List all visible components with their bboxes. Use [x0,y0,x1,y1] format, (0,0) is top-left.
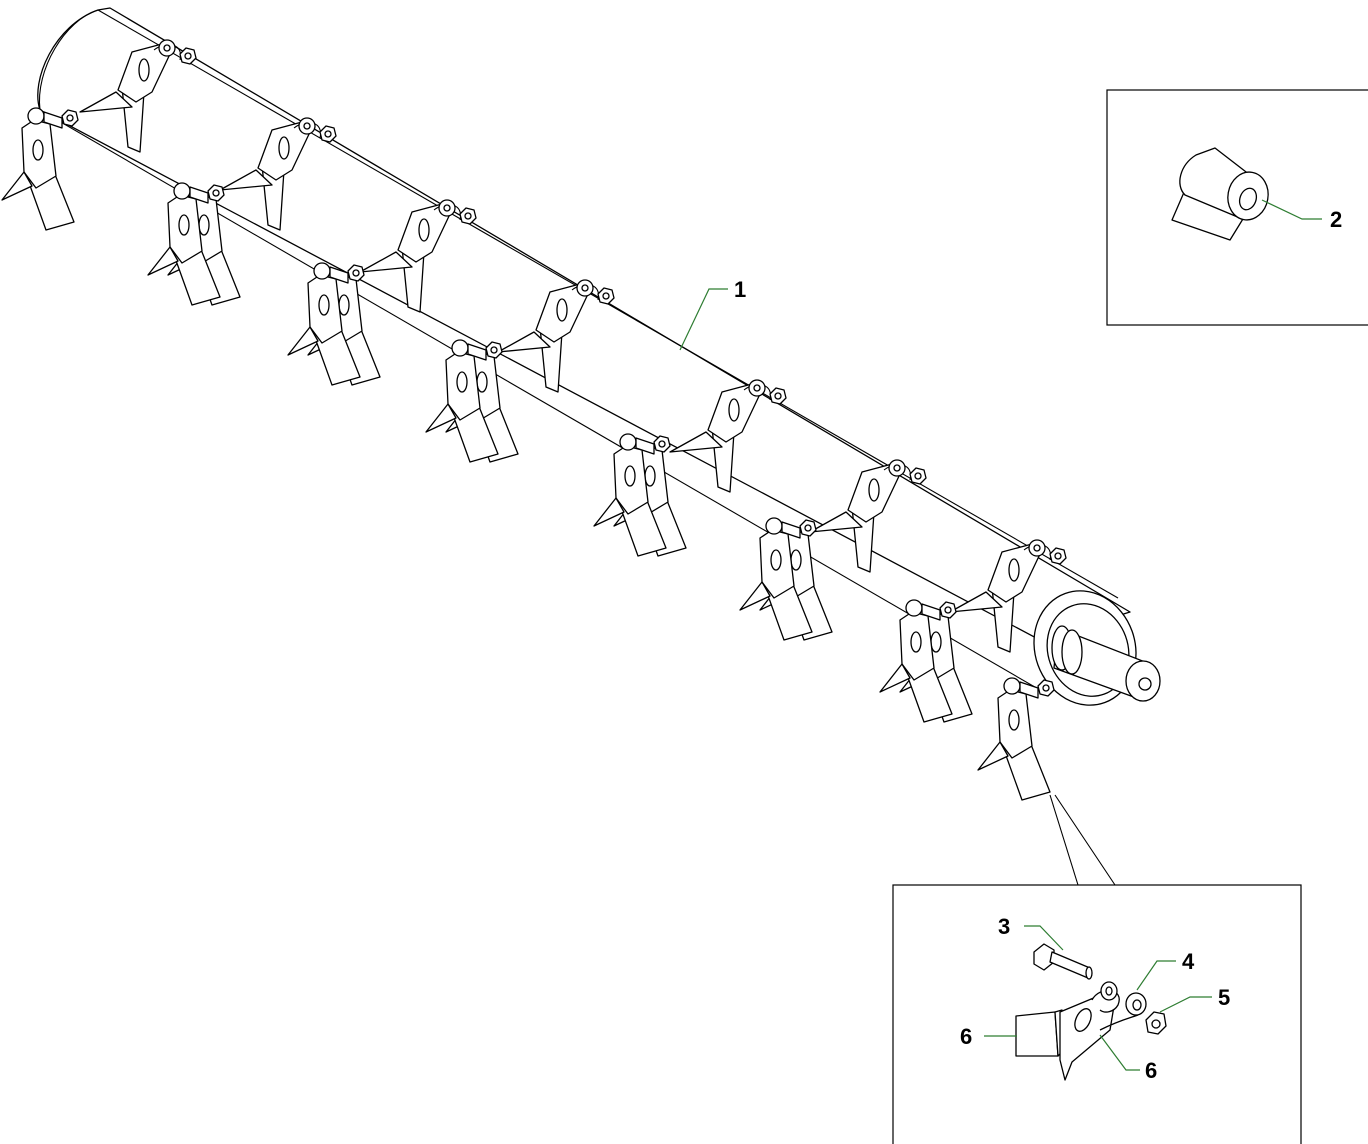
callout-6-right: 6 [1099,1034,1157,1083]
callout-6-left: 6 [960,1024,1017,1049]
bushing [1125,992,1147,1016]
flail-assembly-bottom-7 [879,599,973,723]
flail-assembly-top-5 [669,379,787,493]
callout-4-label: 4 [1182,949,1195,974]
spacer-bushing [1171,147,1269,241]
callout-6-right-label: 6 [1145,1058,1157,1083]
callout-5: 5 [1159,985,1230,1013]
flail-assembly-bottom-6 [739,517,833,641]
callout-4: 4 [1136,949,1195,991]
flail-assembly-top-6 [809,459,927,573]
flail-assembly-bottom-5 [593,433,687,557]
spacer-detail-view: 2 [1106,89,1368,326]
flail-assembly-bottom-2 [147,182,241,306]
flail-assembly-top-7 [949,539,1067,653]
callout-1: 1 [679,277,746,351]
bolt [1033,943,1093,980]
flail-blade [1015,981,1139,1081]
flail-assembly-bottom-4 [425,339,519,463]
flail-assembly-top-1 [79,39,197,153]
detail-zoom-lines [1049,794,1116,886]
callout-1-label: 1 [734,277,746,302]
rotor-end-hub [1033,590,1161,706]
flail-hardware-detail-view: 3 4 5 6 6 [892,884,1302,1144]
flail-assembly-bottom-1 [1,107,79,231]
callout-5-label: 5 [1218,985,1230,1010]
callout-2: 2 [1261,199,1342,232]
flail-assembly-bottom-8 [977,677,1055,801]
flail-assembly-bottom-3 [287,262,381,386]
flail-assemblies [1,39,1067,801]
callout-6-left-label: 6 [960,1024,972,1049]
flail-assembly-top-2 [219,117,337,231]
callout-2-label: 2 [1330,207,1342,232]
flail-assembly-top-3 [359,199,477,313]
flail-assembly-top-4 [497,279,615,393]
lock-nut [1145,1011,1167,1035]
callout-3: 3 [998,914,1064,951]
callout-3-label: 3 [998,914,1010,939]
rotor-tube [37,7,1131,691]
